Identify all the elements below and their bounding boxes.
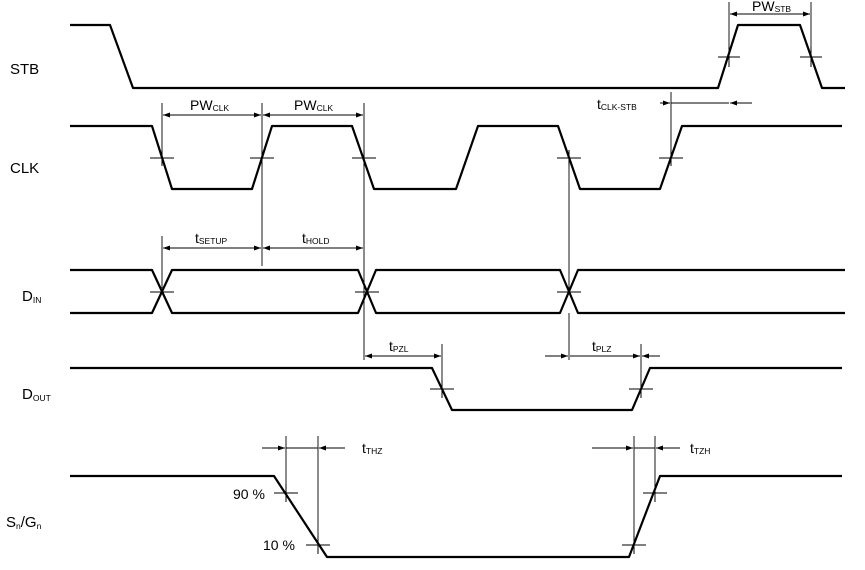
t-setup-label: tSETUP [195,230,228,246]
clk-waveform [70,124,842,191]
din-waveform-lower [70,268,845,315]
sngn-waveform [70,474,842,559]
t-plz-label: tPLZ [592,338,611,354]
pw-clk-label-2: PWCLK [294,97,333,113]
signal-label-stb: STB [10,61,39,78]
pw-stb-label: PWSTB [752,0,791,14]
pw-clk-label-1: PWCLK [190,97,229,113]
level-10-label: 10 % [263,537,295,553]
signal-label-din: DIN [22,288,41,305]
t-tzh-label: tTZH [690,440,710,456]
signal-label-dout: DOUT [22,386,51,403]
signal-label-clk: CLK [10,160,39,177]
t-hold-label: tHOLD [302,230,330,246]
level-90-label: 90 % [233,486,265,502]
din-waveform-upper [70,268,845,315]
t-thz-label: tTHZ [362,440,382,456]
t-pzl-label: tPZL [389,338,409,354]
dout-waveform [70,366,842,412]
signal-label-sngn: Sn/Gn [6,514,42,531]
t-clk-stb-label: tCLK-STB [597,96,637,112]
